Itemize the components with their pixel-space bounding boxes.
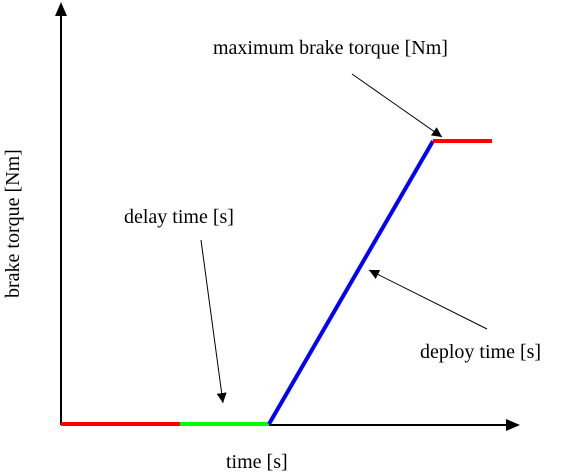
x-axis-arrowhead [506, 419, 520, 431]
max-torque-label: maximum brake torque [Nm] [213, 37, 448, 59]
max-torque-arrow [351, 73, 443, 138]
deploy-segment [267, 139, 435, 426]
x-axis-label: time [s] [226, 451, 288, 473]
delay-time-label: delay time [s] [124, 206, 234, 228]
y-axis-label: brake torque [Nm] [2, 149, 24, 298]
y-axis-arrowhead [55, 2, 67, 16]
deploy-time-arrow [368, 269, 488, 330]
delay-time-arrow [200, 239, 227, 404]
deploy-time-label: deploy time [s] [420, 341, 542, 363]
